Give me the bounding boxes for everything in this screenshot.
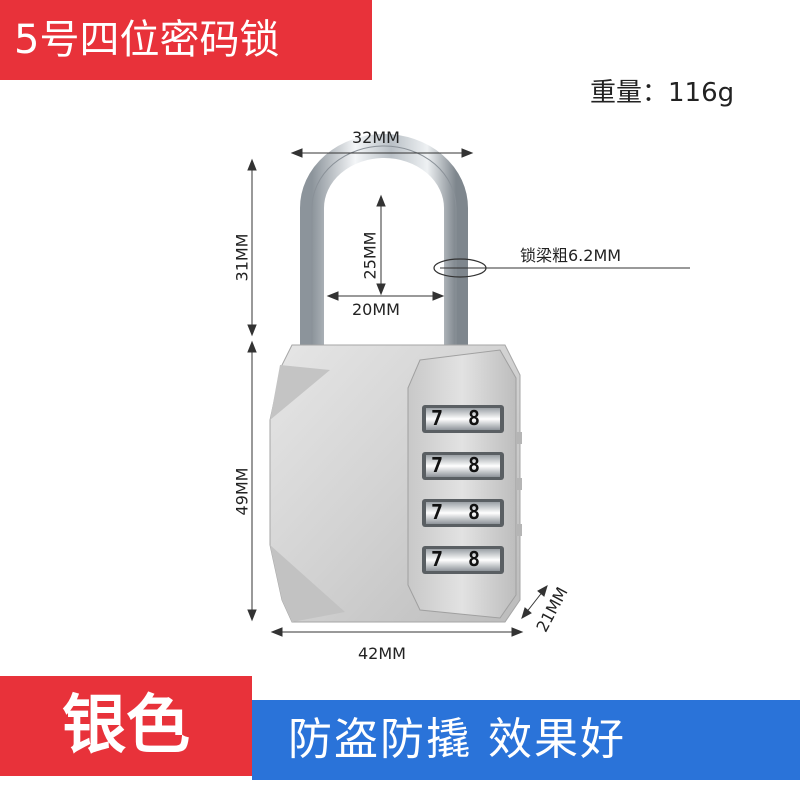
feature-text: 防盗防撬 效果好 [288,714,626,765]
dim-body-width: 42MM [358,644,406,663]
dim-body-height: 49MM [232,467,252,516]
dial-digit-1a: 7 [431,406,444,430]
color-badge: 银色 [0,676,252,776]
dial-digit-4a: 7 [431,547,444,571]
dial-digit-4b: 8 [468,547,481,571]
dial-panel [407,349,517,619]
dial-digit-2b: 8 [468,453,481,477]
dim-shackle-thickness: 锁梁粗6.2MM [520,246,622,265]
weight-label: 重量：116g [590,78,735,108]
dim-shackle-inner-width: 20MM [352,300,400,319]
dim-shackle-height: 31MM [232,233,252,282]
title-banner: 5号四位密码锁 [0,0,372,80]
color-label: 银色 [62,689,190,763]
dial-digit-3b: 8 [468,500,481,524]
dim-shackle-width: 32MM [352,128,400,147]
dial-digit-3a: 7 [431,500,444,524]
dial-digit-2a: 7 [431,453,444,477]
dim-shackle-inner-height: 25MM [360,231,380,280]
product-title: 5号四位密码锁 [14,17,280,63]
dial-digit-1b: 8 [468,406,481,430]
combination-dials [422,405,504,574]
shackle [300,134,468,355]
feature-banner: 防盗防撬 效果好 [252,700,800,780]
